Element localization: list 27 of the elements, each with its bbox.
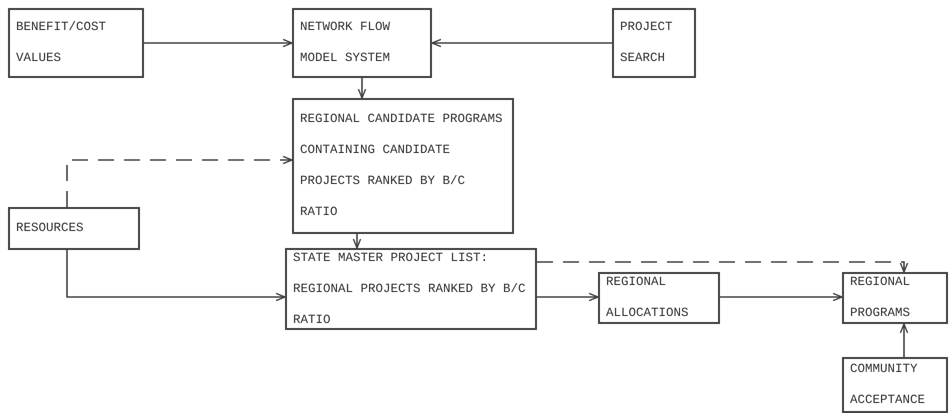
process-box <box>292 8 432 78</box>
box-label: REGIONAL ALLOCATIONS <box>606 274 690 322</box>
process-box <box>292 98 514 234</box>
box-label: REGIONAL CANDIDATE PROGRAMS CONTAINING CANDIDATE PROJECTS RANKED BY B/C RATIO <box>300 111 504 221</box>
arrow <box>900 323 908 357</box>
box-label: NETWORK FLOW MODEL SYSTEM <box>300 19 392 67</box>
arrow <box>358 78 366 99</box>
process-box <box>598 272 720 324</box>
process-box <box>8 8 144 78</box>
box-label: COMMUNITY ACCEPTANCE <box>850 361 926 409</box>
process-box <box>8 207 140 250</box>
box-label: STATE MASTER PROJECT LIST: REGIONAL PROJECTS RANKED BY B/C RATIO <box>293 250 527 328</box>
box-label: PROJECT SEARCH <box>620 19 674 67</box>
arrow <box>66 250 286 302</box>
process-box <box>612 8 696 78</box>
arrow <box>537 292 599 302</box>
dashed-arrow <box>66 156 293 207</box>
box-label: RESOURCES <box>16 220 84 237</box>
process-box <box>842 357 948 413</box>
dashed-arrow <box>537 261 908 273</box>
arrow <box>431 38 612 48</box>
box-label: BENEFIT/COST VALUES <box>16 19 108 67</box>
arrow <box>352 234 362 249</box>
box-label: REGIONAL PROGRAMS <box>850 274 912 322</box>
arrow <box>720 292 843 302</box>
process-box <box>842 272 948 324</box>
arrow <box>144 38 293 48</box>
